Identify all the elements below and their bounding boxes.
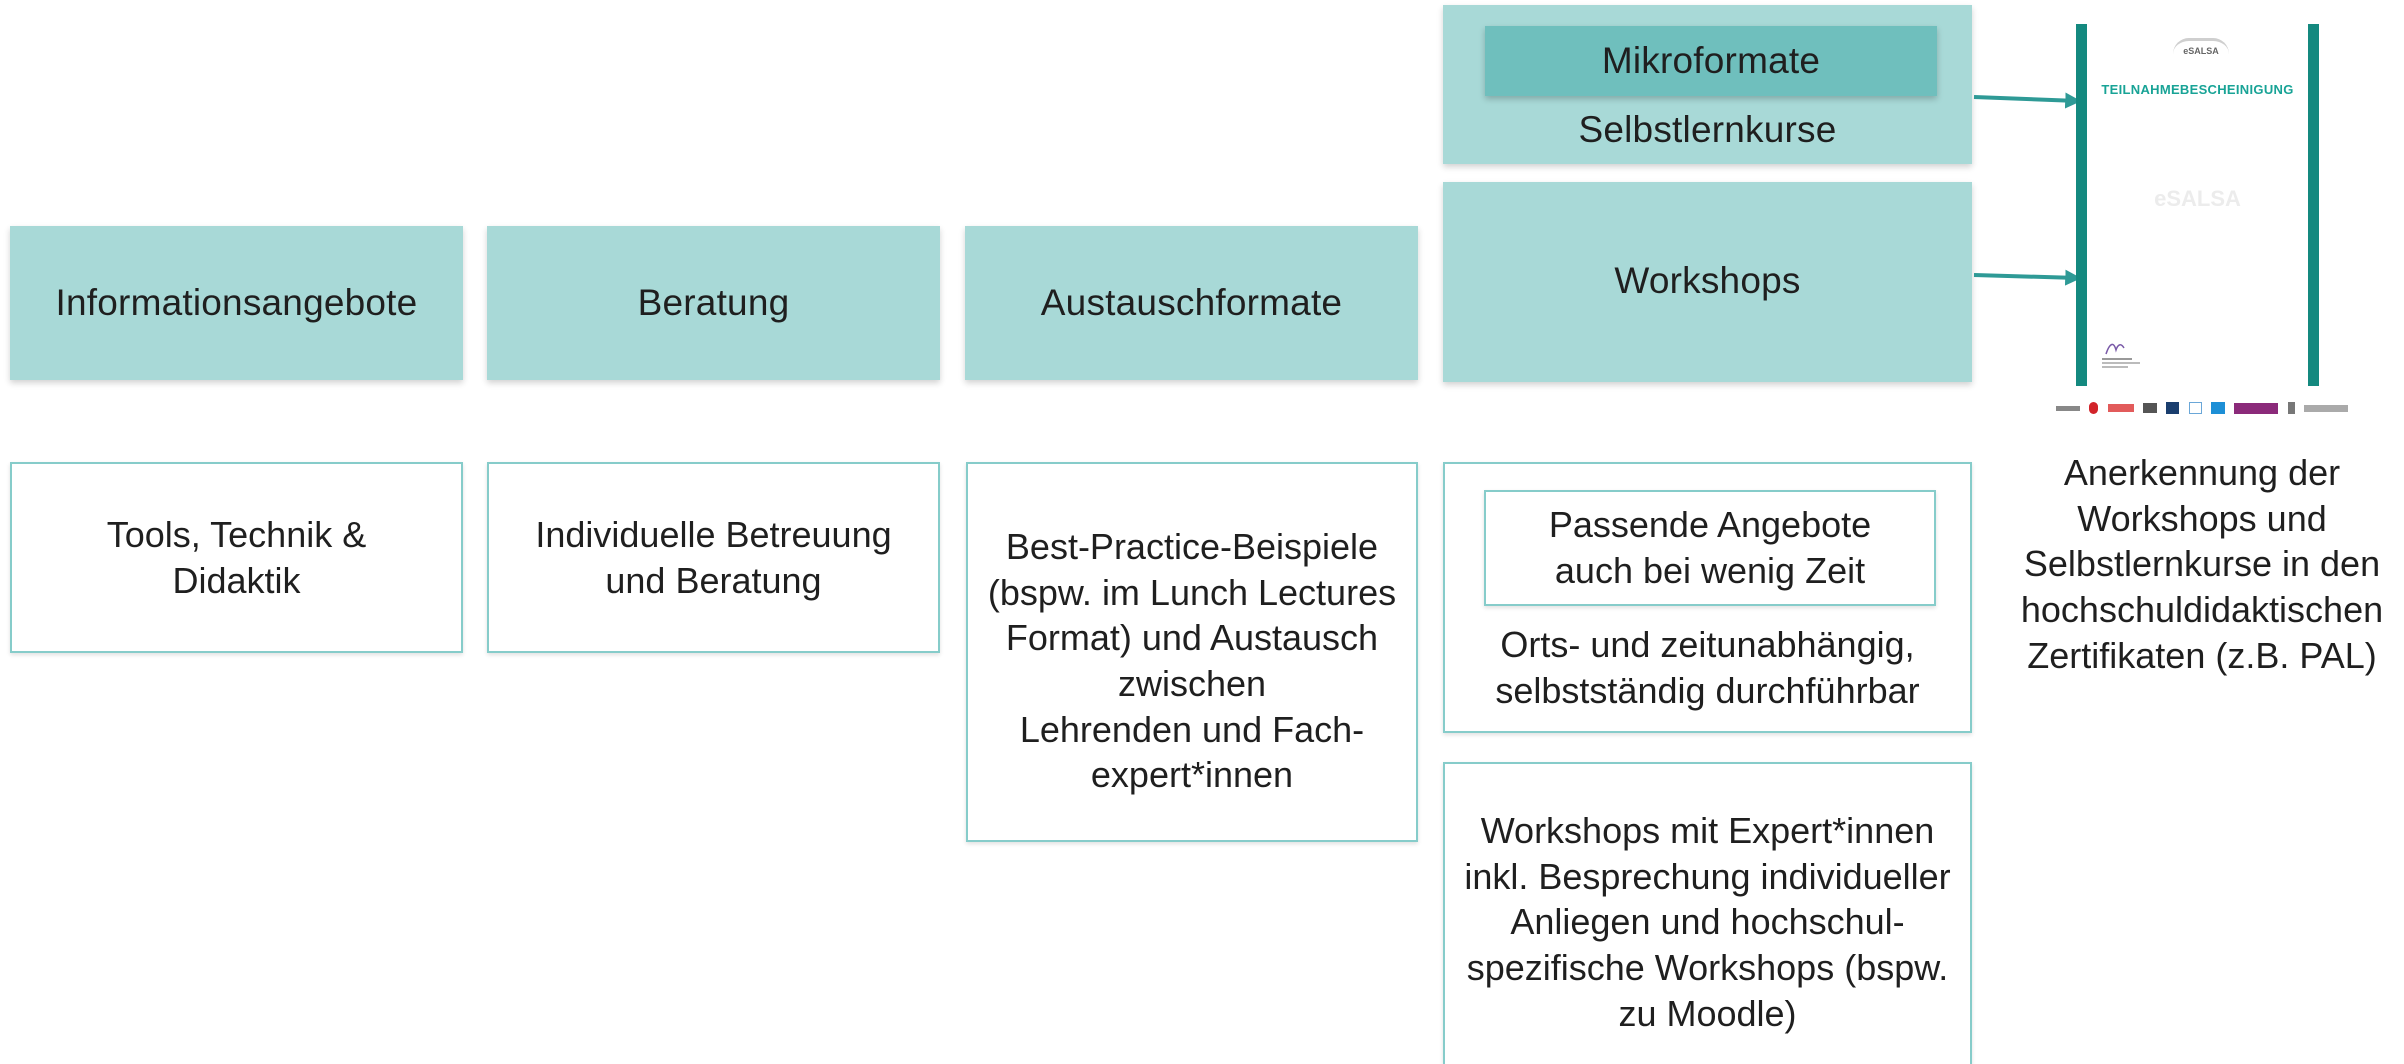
partner-logo-1: [2056, 405, 2080, 411]
micro-formats-label: Mikroformate: [1601, 40, 1821, 81]
micro-formats-box: Mikroformate Selbstlernkurse: [1443, 5, 1972, 164]
tools-box: Tools, Technik & Didaktik: [10, 462, 463, 653]
recognition-text: Anerkennung der Workshops und Selbstlern…: [2020, 452, 2384, 676]
certificate-left-bar: [2076, 24, 2087, 386]
partner-logo-6: [2188, 402, 2202, 414]
certificate-image: eSALSA TEILNAHMEBESCHEINIGUNG eSALSA: [2076, 24, 2328, 386]
partner-logo-7: [2210, 402, 2225, 414]
micro-formats-header: Mikroformate: [1485, 26, 1937, 96]
tools-text: Tools, Technik & Didaktik: [106, 513, 367, 601]
exchange-formats-label: Austauschformate: [1040, 282, 1343, 323]
fitting-offers-box: Passende Angebote auch bei wenig Zeit: [1484, 490, 1936, 606]
arrows: [1973, 92, 2082, 286]
certificate-watermark: eSALSA: [2154, 186, 2241, 211]
certificate-logo-text: eSALSA: [2183, 46, 2219, 56]
expert-workshops-text: Workshops mit Expert*innen inkl. Besprec…: [1464, 810, 1951, 1034]
partner-logos: [2056, 401, 2348, 415]
best-practice-box: Best-Practice-Beispiele (bspw. im Lunch …: [966, 462, 1418, 842]
exchange-formats-box: Austauschformate: [965, 226, 1418, 380]
certificate-logo: eSALSA: [2173, 38, 2229, 68]
workshops-label: Workshops: [1614, 260, 1801, 301]
consulting-box: Beratung: [487, 226, 940, 380]
information-offers-label: Informationsangebote: [55, 282, 418, 323]
fitting-offers-text: Passende Angebote auch bei wenig Zeit: [1548, 504, 1872, 591]
partner-logo-10: [2303, 404, 2348, 412]
partner-logo-5: [2166, 402, 2180, 414]
signature-mark: [2104, 340, 2126, 356]
information-offers-box: Informationsangebote: [10, 226, 463, 380]
partner-logo-2: [2089, 402, 2099, 414]
expert-workshops-box: Workshops mit Expert*innen inkl. Besprec…: [1443, 762, 1972, 1064]
location-time-text: Orts- und zeitunabhängig, selbstständig …: [1495, 624, 1920, 711]
partner-logo-9: [2287, 402, 2295, 414]
partner-logo-3: [2107, 404, 2134, 412]
certificate-small-print: [2102, 356, 2142, 370]
arrow-workshops: [1973, 269, 2082, 286]
individual-support-text: Individuelle Betreuung und Beratung: [535, 513, 892, 601]
certificate-right-bar: [2308, 24, 2319, 386]
consulting-label: Beratung: [637, 282, 790, 323]
partner-logo-8: [2234, 402, 2279, 414]
workshops-box: Workshops: [1443, 182, 1972, 382]
arrow-self-learning: [1973, 92, 2082, 109]
certificate-title: TEILNAHMEBESCHEINIGUNG: [2101, 82, 2294, 97]
best-practice-text: Best-Practice-Beispiele (bspw. im Lunch …: [987, 525, 1397, 796]
individual-support-box: Individuelle Betreuung und Beratung: [487, 462, 940, 653]
self-learning-label: Selbstlernkurse: [1578, 109, 1837, 150]
partner-logo-4: [2142, 403, 2157, 413]
micro-details-box: Passende Angebote auch bei wenig Zeit Or…: [1443, 462, 1972, 733]
